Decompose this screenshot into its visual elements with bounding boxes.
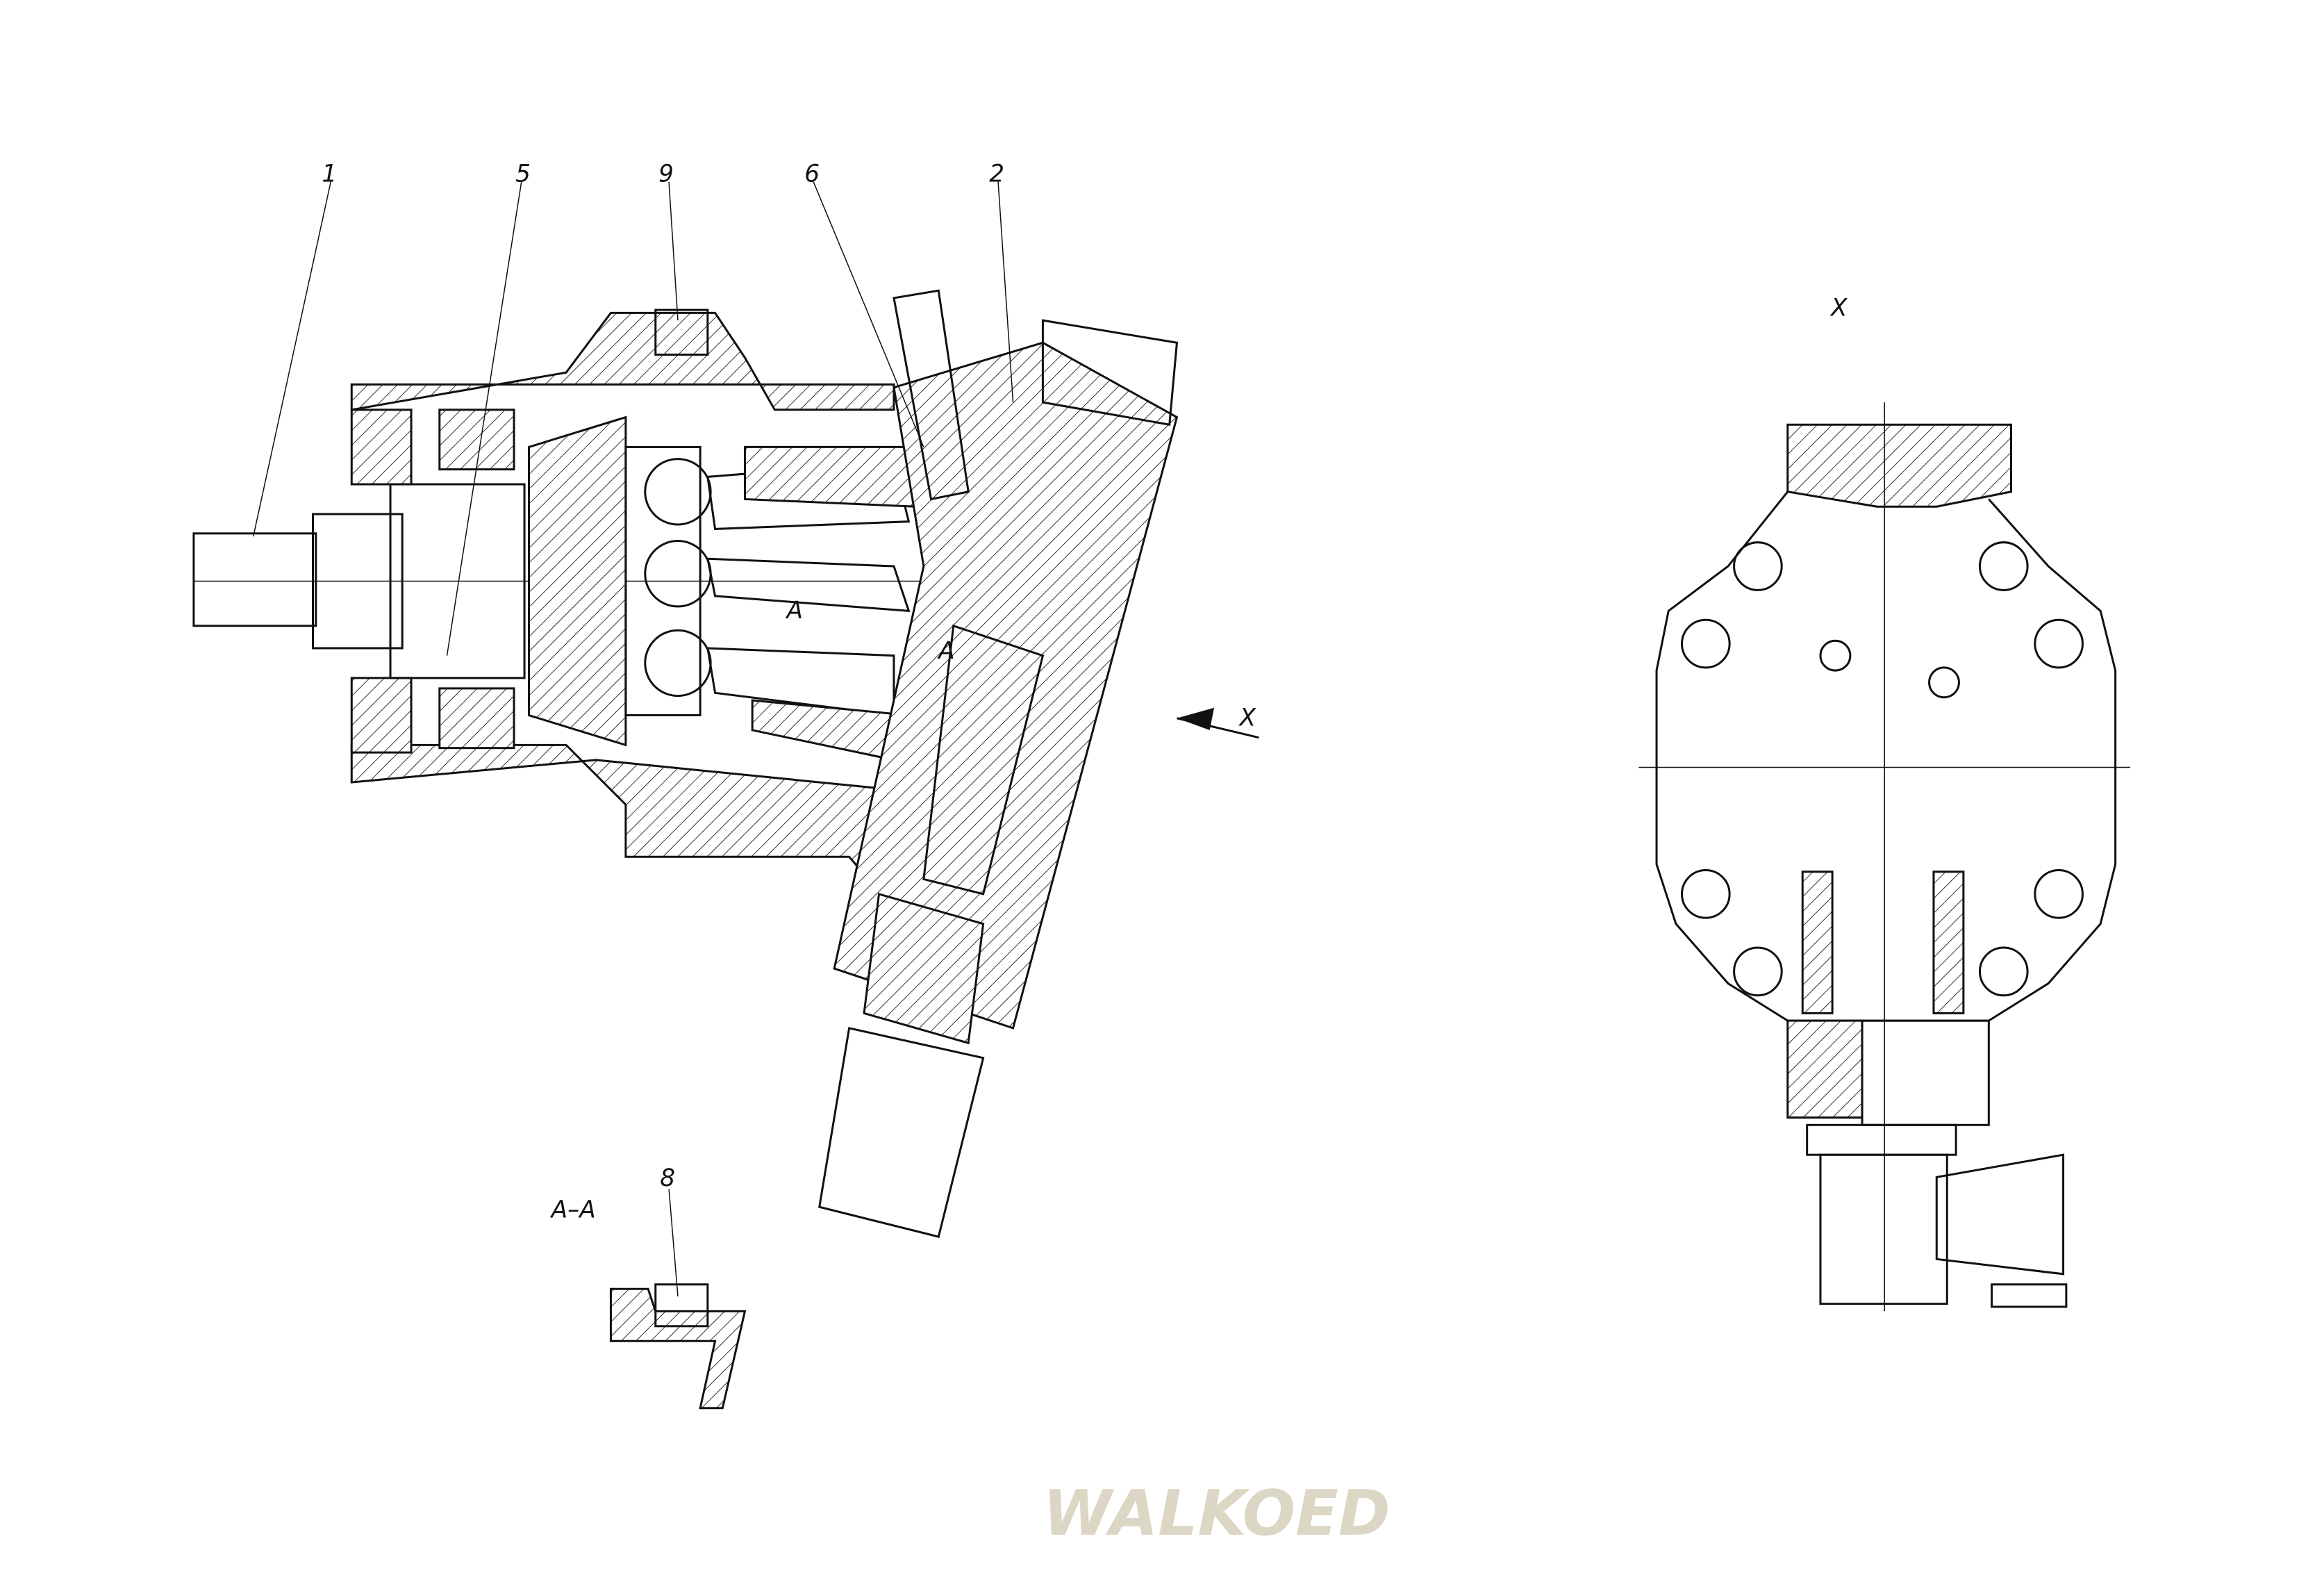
view-arrow-label: X xyxy=(1238,704,1257,732)
callout-8: 8 xyxy=(660,1164,675,1192)
callout-5: 5 xyxy=(515,160,531,188)
callout-2: 2 xyxy=(989,160,1004,188)
side-view-x-title: X xyxy=(1829,295,1848,322)
section-a-a-view xyxy=(609,1283,747,1410)
callout-6: 6 xyxy=(804,160,820,188)
section-mark-a-left: A xyxy=(786,597,803,625)
watermark-logo: WALKOED xyxy=(1043,1477,1390,1550)
callout-1: 1 xyxy=(322,160,337,188)
callout-9: 9 xyxy=(658,160,674,188)
motor-cross-section xyxy=(192,289,1179,1238)
section-mark-a-right: A xyxy=(937,637,954,665)
section-a-a-title: A–A xyxy=(550,1196,596,1223)
callout-leaders xyxy=(252,181,1259,1296)
side-view-x xyxy=(1638,402,2131,1312)
